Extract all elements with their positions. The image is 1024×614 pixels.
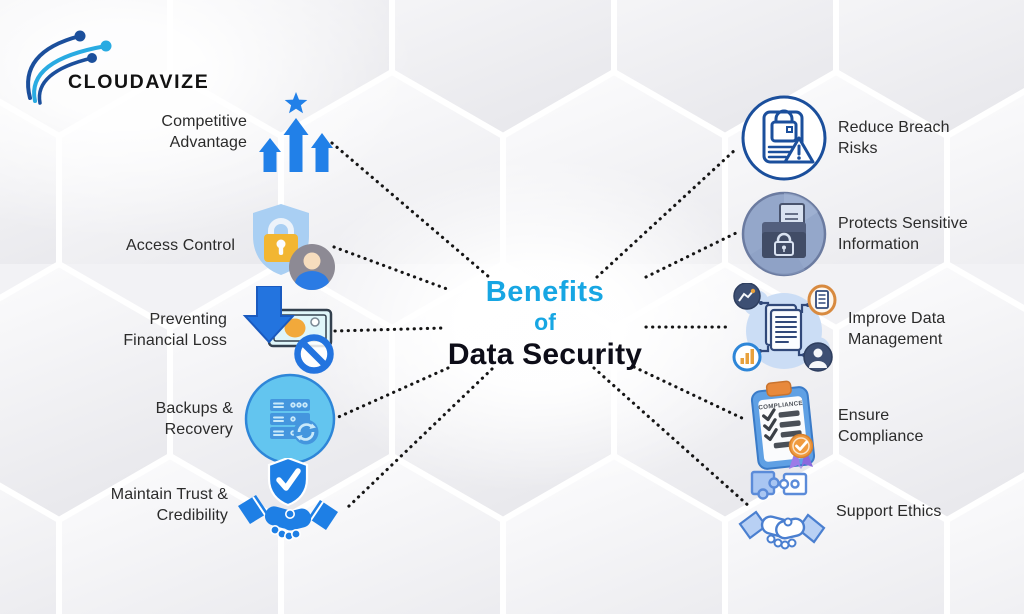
benefit-label: Support Ethics (836, 503, 942, 521)
puzzle-handshake-icon (738, 470, 826, 550)
title-of: of (534, 309, 556, 335)
benefit-item-competitive-advantage: Competitive Advantage (85, 92, 335, 172)
logo-swoosh-inner (37, 56, 94, 105)
title-benefits: Benefits (485, 276, 605, 308)
data-network-icon (732, 283, 837, 372)
logo-dot-2 (100, 40, 112, 52)
benefit-label: Ensure Compliance (838, 406, 924, 446)
logo-wordmark: CLOUDAVIZE (68, 71, 209, 93)
benefit-item-reduce-breach-risks: Reduce Breach Risks (740, 94, 992, 182)
logo-swoosh-outer (26, 34, 82, 100)
server-recovery-icon (244, 373, 336, 465)
benefit-label: Improve Data Management (848, 309, 946, 349)
breach-document-warning-icon (741, 95, 827, 181)
benefit-label: Competitive Advantage (161, 112, 247, 152)
compliance-text: COMPLIANCE (758, 400, 803, 412)
cloudavize-logo: CLOUDAVIZE (26, 30, 209, 105)
handshake-shield-icon (238, 458, 338, 542)
growth-arrows-star-icon (259, 92, 333, 172)
benefit-label: Preventing Financial Loss (123, 310, 227, 350)
compliance-checklist-icon: COMPLIANCE (750, 380, 816, 470)
logo-dot-3 (87, 53, 97, 63)
benefit-label: Access Control (126, 237, 235, 255)
benefit-label: Reduce Breach Risks (838, 118, 950, 158)
page-title: Benefits of Data Security (415, 276, 675, 372)
benefit-item-support-ethics: Support Ethics (738, 462, 988, 562)
benefit-label: Backups & Recovery (155, 399, 233, 439)
benefit-label: Maintain Trust & Credibility (110, 485, 228, 525)
benefit-item-access-control: Access Control (85, 200, 337, 292)
benefit-item-maintain-trust-credibility: Maintain Trust & Credibility (80, 458, 338, 552)
benefit-item-improve-data-management: Improve Data Management (730, 283, 992, 375)
benefit-item-ensure-compliance: COMPLIANCE Ensure Compliance (738, 376, 988, 476)
money-loss-icon (242, 286, 334, 374)
title-data-security: Data Security (447, 338, 643, 371)
logo-dot-1 (74, 30, 86, 42)
locked-folder-icon (741, 191, 827, 277)
shield-lock-user-icon (253, 204, 335, 290)
benefit-item-backups-recovery: Backups & Recovery (85, 372, 337, 466)
benefit-item-preventing-financial-loss: Preventing Financial Loss (85, 286, 337, 374)
logo-swoosh-mid (32, 44, 108, 103)
benefit-label: Protects Sensitive Information (838, 214, 968, 254)
benefit-item-protects-sensitive-information: Protects Sensitive Information (740, 190, 992, 278)
